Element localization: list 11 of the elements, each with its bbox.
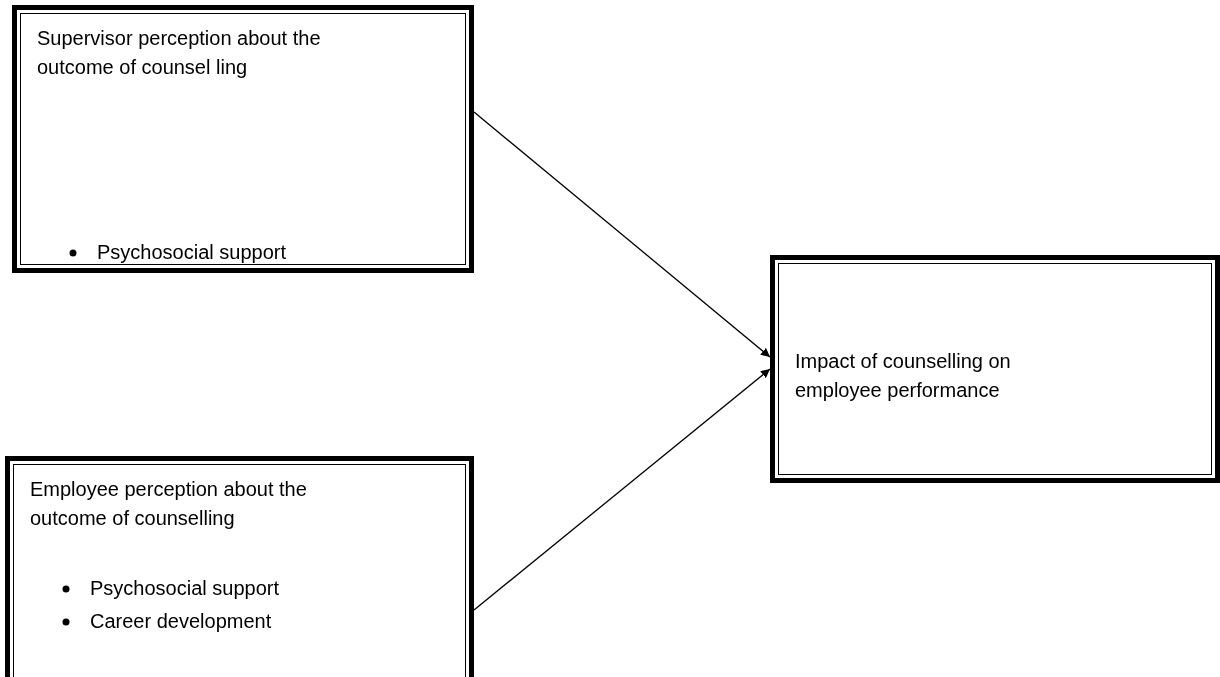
bullet-item: Psychosocial support	[90, 576, 279, 601]
concept-box	[770, 255, 1220, 483]
arrow	[473, 368, 771, 611]
concept-box	[12, 5, 474, 273]
bullet-item: Career development	[90, 609, 272, 634]
arrow	[473, 111, 771, 358]
box-heading: Employee perception about the outcome of counselling	[30, 477, 308, 531]
box-heading: Impact of counselling on employee performance	[795, 349, 1012, 403]
concept-box	[5, 456, 474, 677]
bullet-item: Psychosocial support	[97, 240, 286, 265]
box-heading: Supervisor perception about the outcome of counsel ling	[37, 26, 322, 80]
